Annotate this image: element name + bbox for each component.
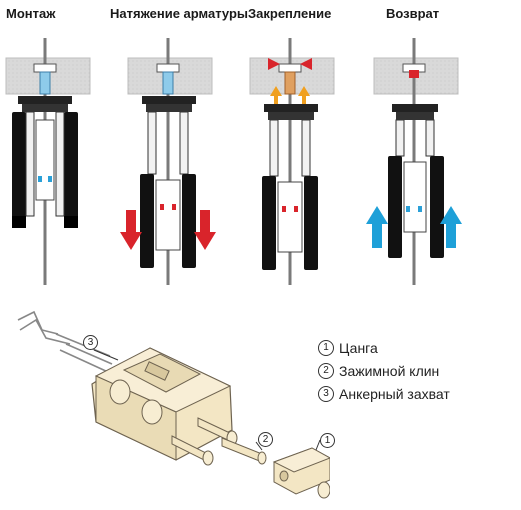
- legend-item-collet: 1 Цанга: [318, 340, 378, 356]
- stage-lock: [250, 38, 334, 285]
- legend-item-anchor: 3 Анкерный захват: [318, 386, 450, 402]
- callout-2: 2: [258, 432, 273, 447]
- jack-body: [92, 348, 237, 465]
- legend-number: 2: [318, 363, 334, 379]
- stages-illustration: [0, 0, 521, 290]
- legend-label: Цанга: [339, 340, 378, 356]
- legend-item-wedge: 2 Зажимной клин: [318, 363, 439, 379]
- stage-tension: [120, 38, 216, 285]
- legend-number: 1: [318, 340, 334, 356]
- legend-label: Зажимной клин: [339, 363, 439, 379]
- device-exploded-illustration: [0, 290, 330, 510]
- callout-3: 3: [83, 335, 98, 350]
- legend-number: 3: [318, 386, 334, 402]
- stage-return: [366, 38, 462, 285]
- callout-1: 1: [320, 433, 335, 448]
- stage-montage: [6, 38, 90, 285]
- collet-part: [274, 448, 330, 498]
- legend-label: Анкерный захват: [339, 386, 450, 402]
